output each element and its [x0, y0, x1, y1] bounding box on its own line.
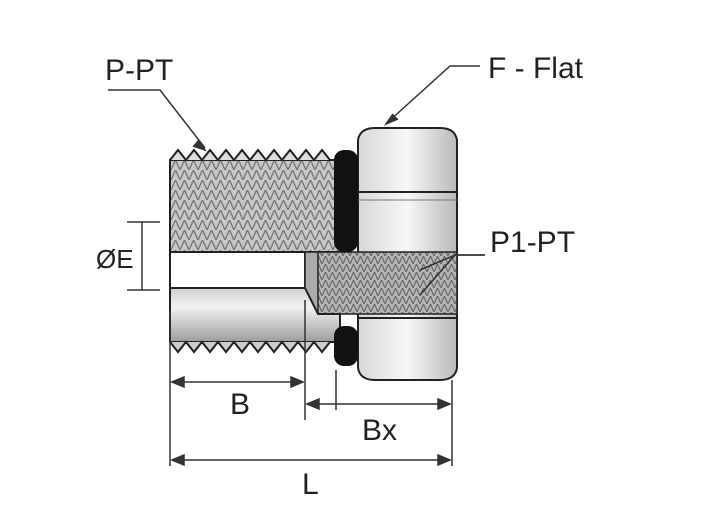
- female-thread: [314, 251, 458, 315]
- label-male-thread: P-PT: [105, 54, 173, 87]
- bore: [169, 251, 306, 289]
- o-ring-lower: [334, 326, 358, 366]
- o-ring-upper: [334, 150, 358, 252]
- label-overall-length: L: [302, 468, 319, 501]
- male-thread-upper: [169, 148, 341, 253]
- label-flat: F - Flat: [488, 52, 584, 85]
- label-bore-diameter: ØE: [96, 244, 134, 274]
- label-female-length: Bx: [362, 414, 397, 447]
- label-female-thread: P1-PT: [490, 226, 575, 259]
- label-thread-length: B: [230, 388, 250, 421]
- leader-lines: [108, 65, 485, 467]
- male-thread-lower: [169, 287, 341, 354]
